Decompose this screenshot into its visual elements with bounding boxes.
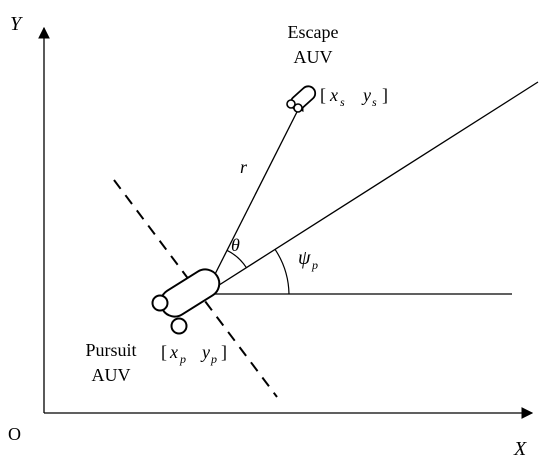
pursuit-coord-x: x	[169, 342, 178, 362]
range-label: r	[240, 157, 248, 177]
escape-title-line2: AUV	[294, 47, 333, 67]
pursuit-coord-y: y	[200, 342, 210, 362]
pursuit-coord-y-sub: p	[210, 352, 217, 366]
escape-title-line1: Escape	[288, 22, 339, 42]
y-axis-label: Y	[10, 13, 23, 35]
pursuit-coord-close: ]	[221, 342, 227, 362]
theta-label: θ	[231, 235, 240, 255]
escape-coordinates: [ x s y s ]	[320, 85, 388, 109]
escape-coord-x-sub: s	[340, 95, 345, 109]
pursuit-title-line1: Pursuit	[85, 340, 136, 360]
pursuit-title-line2: AUV	[92, 365, 131, 385]
psi-angle-arc	[274, 249, 290, 295]
psi-label: ψ p	[298, 247, 318, 272]
escape-coord-y: y	[361, 85, 371, 105]
psi-subscript: p	[311, 258, 318, 272]
pursuit-coord-x-sub: p	[179, 352, 186, 366]
origin-label: O	[8, 424, 21, 444]
escape-coord-x: x	[329, 85, 338, 105]
psi-symbol: ψ	[298, 247, 311, 269]
escape-coord-open: [	[320, 85, 326, 105]
pursuit-auv-icon	[151, 268, 221, 335]
pursuit-coordinates: [ x p y p ]	[161, 342, 227, 366]
escape-coord-close: ]	[382, 85, 388, 105]
escape-auv-icon	[286, 85, 317, 113]
heading-line	[204, 81, 539, 295]
pursuit-coord-open: [	[161, 342, 167, 362]
theta-angle-arc	[226, 249, 247, 269]
x-axis-label: X	[513, 438, 527, 460]
range-vector	[204, 98, 304, 295]
escape-coord-y-sub: s	[372, 95, 377, 109]
